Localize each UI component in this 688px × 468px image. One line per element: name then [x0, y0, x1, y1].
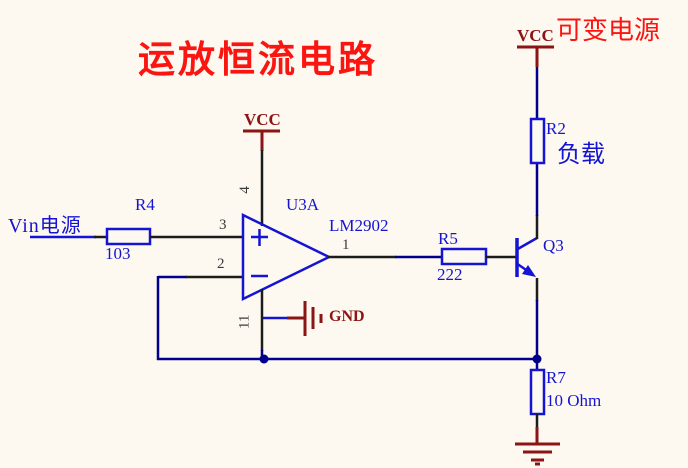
- emitter-arrow-icon: [522, 265, 536, 277]
- opamp-symbol: [241, 212, 332, 302]
- q3-ref-label: Q3: [543, 236, 564, 255]
- resistor-r7-body: [529, 368, 546, 416]
- resistor-r5-body: [440, 247, 488, 266]
- r7-value-label: 10 Ohm: [546, 391, 602, 410]
- vcc-left-symbol: [243, 129, 280, 226]
- transistor-q3-symbol: [515, 236, 538, 277]
- load-label: 负载: [557, 142, 605, 168]
- schematic-title: 运放恒流电路: [138, 40, 378, 81]
- resistor-r4-body: [105, 227, 152, 246]
- junction-dot: [532, 354, 542, 364]
- r7-ref-label: R7: [546, 368, 566, 387]
- vcc-right-symbol: [517, 45, 554, 67]
- r2-ref-label: R2: [546, 119, 566, 138]
- opamp-pin1-label: 1: [342, 237, 350, 253]
- opamp-pin3-label: 3: [219, 217, 227, 233]
- wire-feedback-loop: [156, 275, 537, 361]
- opamp-pin2-label: 2: [217, 256, 225, 272]
- resistor-r2-body: [529, 117, 546, 165]
- opamp-pin4-label: 4: [236, 186, 253, 194]
- junction-dot: [259, 354, 269, 364]
- opamp-pin11-label: 11: [236, 314, 253, 330]
- input-source-label: Vin电源: [8, 215, 82, 237]
- r4-ref-label: R4: [135, 195, 155, 214]
- opamp-ref-label: U3A: [286, 195, 320, 214]
- r5-value-label: 222: [437, 265, 463, 284]
- vcc-right-label: VCC: [517, 26, 554, 45]
- r5-ref-label: R5: [438, 229, 458, 248]
- opamp-part-label: LM2902: [329, 216, 389, 235]
- earth-ground-symbol: [515, 414, 560, 466]
- variable-supply-label: 可变电源: [556, 16, 661, 45]
- gnd-symbol: [263, 301, 323, 336]
- r4-value-label: 103: [105, 244, 131, 263]
- gnd-label: GND: [329, 308, 365, 325]
- vcc-left-label: VCC: [244, 110, 281, 129]
